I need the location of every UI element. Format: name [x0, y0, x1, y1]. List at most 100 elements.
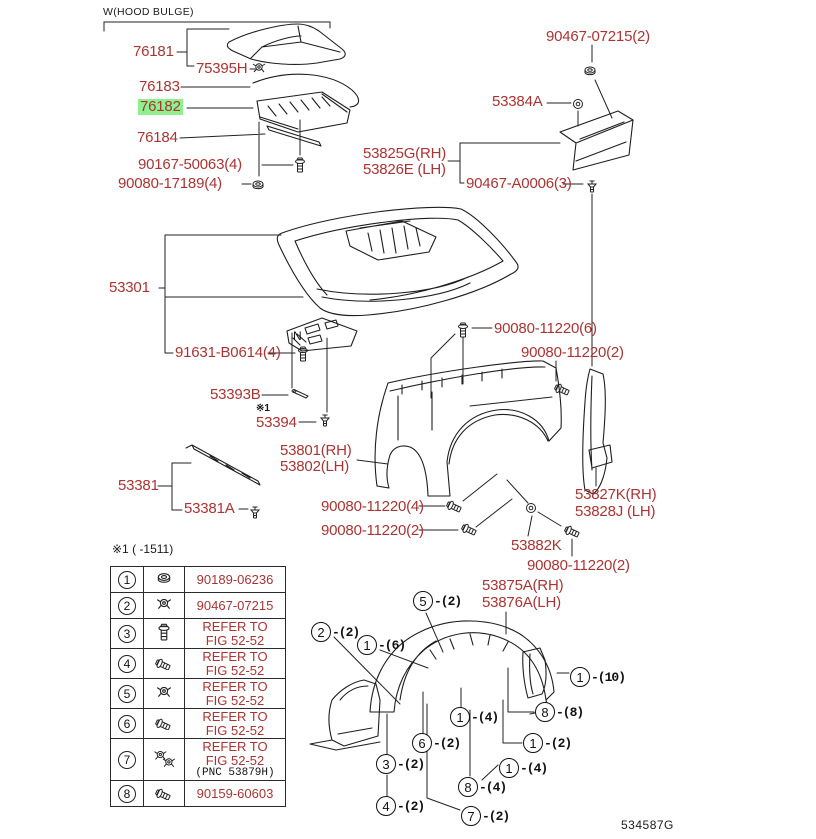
callout-5: 5-(2) — [413, 591, 462, 611]
part-label-53827K[interactable]: 53827K(RH) — [575, 486, 657, 503]
table-part-number[interactable]: 90467-07215 — [184, 592, 286, 619]
table-part-number[interactable]: 90189-06236 — [184, 566, 286, 593]
circled-number: 1 — [570, 667, 590, 687]
row-circled-number: 8 — [118, 784, 136, 803]
liner-front-extension-art — [309, 679, 381, 751]
hood-bulge-note: W(HOOD BULGE) — [103, 6, 194, 18]
bolt-icon — [458, 322, 468, 338]
part-label-53876A[interactable]: 53876A(LH) — [482, 594, 561, 611]
callout-1-6: 1-(6) — [357, 635, 406, 655]
callout-count: -(2) — [397, 798, 425, 814]
row-circled-number: 7 — [118, 750, 136, 769]
part-label-90080-11220-2a[interactable]: 90080-11220(2) — [521, 344, 624, 361]
circled-number: 1 — [450, 707, 470, 727]
circled-number: 1 — [499, 758, 519, 778]
callout-count: -(2) — [544, 735, 572, 751]
part-label-90080-11220-4[interactable]: 90080-11220(4) — [321, 498, 424, 515]
leader-lines — [103, 21, 613, 811]
bolt-icon — [584, 66, 596, 76]
callout-3: 3-(2) — [376, 754, 425, 774]
circled-number: 2 — [311, 622, 331, 642]
row-circled-number: 5 — [118, 684, 136, 703]
part-label-53381A[interactable]: 53381A — [184, 500, 235, 517]
circled-number: 3 — [376, 754, 396, 774]
screw-fastener-icon — [152, 712, 176, 730]
callout-count: -(8) — [556, 704, 584, 720]
table-row: 1 90189-06236 — [110, 566, 286, 593]
part-label-76183[interactable]: 76183 — [139, 78, 180, 95]
circled-number: 5 — [413, 591, 433, 611]
part-label-76181[interactable]: 76181 — [133, 43, 174, 60]
callout-count: -(2) — [482, 808, 510, 824]
part-label-75395H[interactable]: 75395H — [196, 60, 248, 77]
part-label-53384A[interactable]: 53384A — [492, 93, 543, 110]
screw-icon — [564, 525, 580, 539]
part-label-53826E[interactable]: 53826E (LH) — [363, 161, 446, 178]
clip-fastener-icon — [156, 686, 172, 698]
callout-6: 6-(2) — [412, 733, 461, 753]
bolt-fastener-icon — [158, 623, 170, 641]
callout-count: -(2) — [434, 593, 462, 609]
grommet-icon — [526, 503, 536, 513]
hood-scoop-opening-art — [345, 220, 437, 261]
table-row: 2 90467-07215 — [110, 592, 286, 619]
part-label-90080-17189[interactable]: 90080-17189(4) — [118, 175, 222, 192]
table-row: 8 90159-60603 — [110, 780, 286, 807]
callout-count: -(2) — [433, 735, 461, 751]
liner-bracket-art — [522, 647, 547, 699]
callout-7: 7-(2) — [461, 806, 510, 826]
row-circled-number: 4 — [118, 654, 136, 673]
callout-1-2: 1-(2) — [523, 733, 572, 753]
part-label-53828J[interactable]: 53828J (LH) — [575, 503, 656, 520]
callout-count: -(4) — [471, 709, 499, 725]
part-label-76182-highlighted[interactable]: 76182 — [138, 98, 183, 115]
bolt-icon — [298, 346, 308, 362]
part-label-53802[interactable]: 53802(LH) — [280, 458, 350, 475]
row-circled-number: 2 — [118, 596, 136, 615]
grommet-icon — [573, 99, 583, 109]
part-label-90080-11220-2b[interactable]: 90080-11220(2) — [321, 522, 424, 539]
part-label-53381[interactable]: 53381 — [118, 477, 159, 494]
row-circled-number: 6 — [118, 714, 136, 733]
clip-icon — [252, 63, 266, 73]
circled-number: 1 — [523, 733, 543, 753]
callout-8-4: 8-(4) — [458, 777, 507, 797]
part-label-53825G[interactable]: 53825G(RH) — [363, 145, 447, 162]
hood-lock-brace-art — [286, 317, 358, 352]
table-part-number[interactable]: 90159-60603 — [184, 780, 286, 807]
screw-icon — [554, 383, 570, 397]
callout-1-4a: 1-(4) — [450, 707, 499, 727]
part-label-90467-07215[interactable]: 90467-07215(2) — [546, 28, 650, 45]
part-label-90080-11220-2c[interactable]: 90080-11220(2) — [527, 557, 630, 574]
part-label-53875A[interactable]: 53875A(RH) — [482, 577, 564, 594]
part-label-53393B[interactable]: 53393B — [210, 386, 261, 403]
part-label-90167-50063[interactable]: 90167-50063(4) — [138, 156, 242, 173]
row-circled-number: 1 — [118, 570, 136, 589]
part-label-53882K[interactable]: 53882K — [511, 537, 562, 554]
part-label-53394[interactable]: 53394 — [256, 414, 297, 431]
callout-count: -(6) — [378, 637, 406, 653]
part-label-90080-11220-6[interactable]: 90080-11220(6) — [494, 320, 597, 337]
effectivity-note: ※1 ( -1511) — [112, 542, 174, 556]
callout-count: -(2) — [397, 756, 425, 772]
part-label-76184[interactable]: 76184 — [137, 129, 178, 146]
ref1-mark: ※1 — [256, 403, 270, 414]
part-label-91631-B0614[interactable]: 91631-B0614(4) — [175, 344, 281, 361]
pin-icon — [291, 389, 309, 399]
part-label-90467-A0006[interactable]: 90467-A0006(3) — [466, 175, 572, 192]
clip-icon — [320, 414, 330, 427]
front-fender-art — [374, 360, 562, 497]
part-label-53801[interactable]: 53801(RH) — [280, 442, 352, 459]
part-label-53301[interactable]: 53301 — [109, 279, 150, 296]
hood-panel-art — [276, 206, 519, 317]
